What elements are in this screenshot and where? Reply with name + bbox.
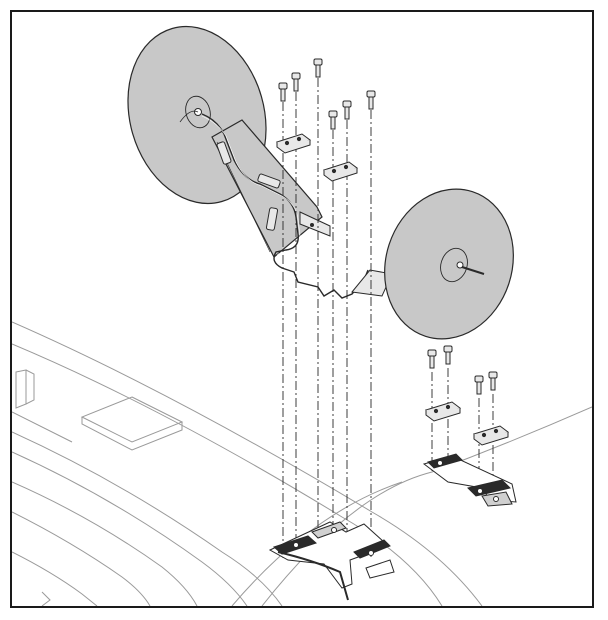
- bolt: [342, 100, 352, 120]
- right-disc: [384, 188, 514, 340]
- bolts-main: [278, 58, 376, 130]
- bolt: [366, 90, 376, 110]
- left-disc-hub: [185, 95, 211, 129]
- triangular-bracket-plate: [201, 113, 369, 299]
- bolt: [488, 371, 498, 391]
- assembly-illustration: [12, 25, 592, 606]
- connector: [265, 207, 279, 231]
- mounting-foot-secondary: [422, 453, 517, 507]
- connector: [216, 141, 232, 165]
- mounting-foot-main: [268, 521, 395, 601]
- clamp-bracket: [275, 133, 312, 154]
- clamp-bracket: [424, 401, 462, 422]
- clamp-brackets-secondary: [424, 401, 510, 446]
- bolts-secondary: [427, 345, 498, 395]
- bolt: [427, 349, 437, 369]
- clamp-bracket: [322, 161, 359, 182]
- right-disc-panel: [351, 188, 514, 340]
- clamp-bracket: [472, 425, 510, 446]
- bolt: [313, 58, 323, 78]
- clamp-brackets-main: [275, 133, 359, 182]
- roof-surface: [12, 321, 592, 606]
- bolt: [278, 82, 288, 102]
- connector: [257, 173, 281, 189]
- bolt: [328, 110, 338, 130]
- bolt: [291, 72, 301, 92]
- illustration-frame: [10, 10, 594, 608]
- bolt: [443, 345, 453, 365]
- bolt: [474, 375, 484, 395]
